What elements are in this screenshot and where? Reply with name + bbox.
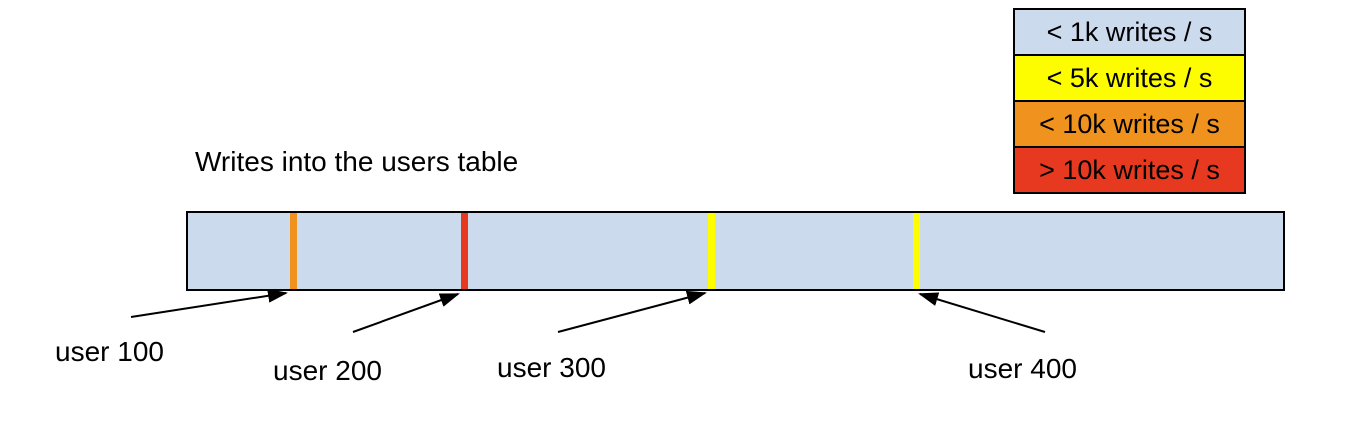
arrow-user-100 [130,288,288,318]
hotspot-marker-user-300 [708,213,715,289]
hotspot-marker-user-400 [913,213,920,289]
users-table-bar [186,211,1285,291]
arrow-user-200 [352,293,460,333]
label-user-400: user 400 [968,353,1077,384]
legend: < 1k writes / s < 5k writes / s < 10k wr… [1013,8,1246,194]
diagram-title: Writes into the users table [195,146,519,177]
legend-item-lt-10k: < 10k writes / s [1013,100,1246,148]
label-user-300: user 300 [497,352,606,383]
label-user-200: user 200 [273,355,382,386]
legend-item-lt-5k: < 5k writes / s [1013,54,1246,102]
legend-item-lt-1k: < 1k writes / s [1013,8,1246,56]
label-user-100: user 100 [55,336,164,367]
hotspot-marker-user-200 [461,213,468,289]
arrow-user-400 [918,292,1046,333]
arrow-user-300 [557,290,707,333]
hotspot-marker-user-100 [290,213,297,289]
legend-item-gt-10k: > 10k writes / s [1013,146,1246,194]
